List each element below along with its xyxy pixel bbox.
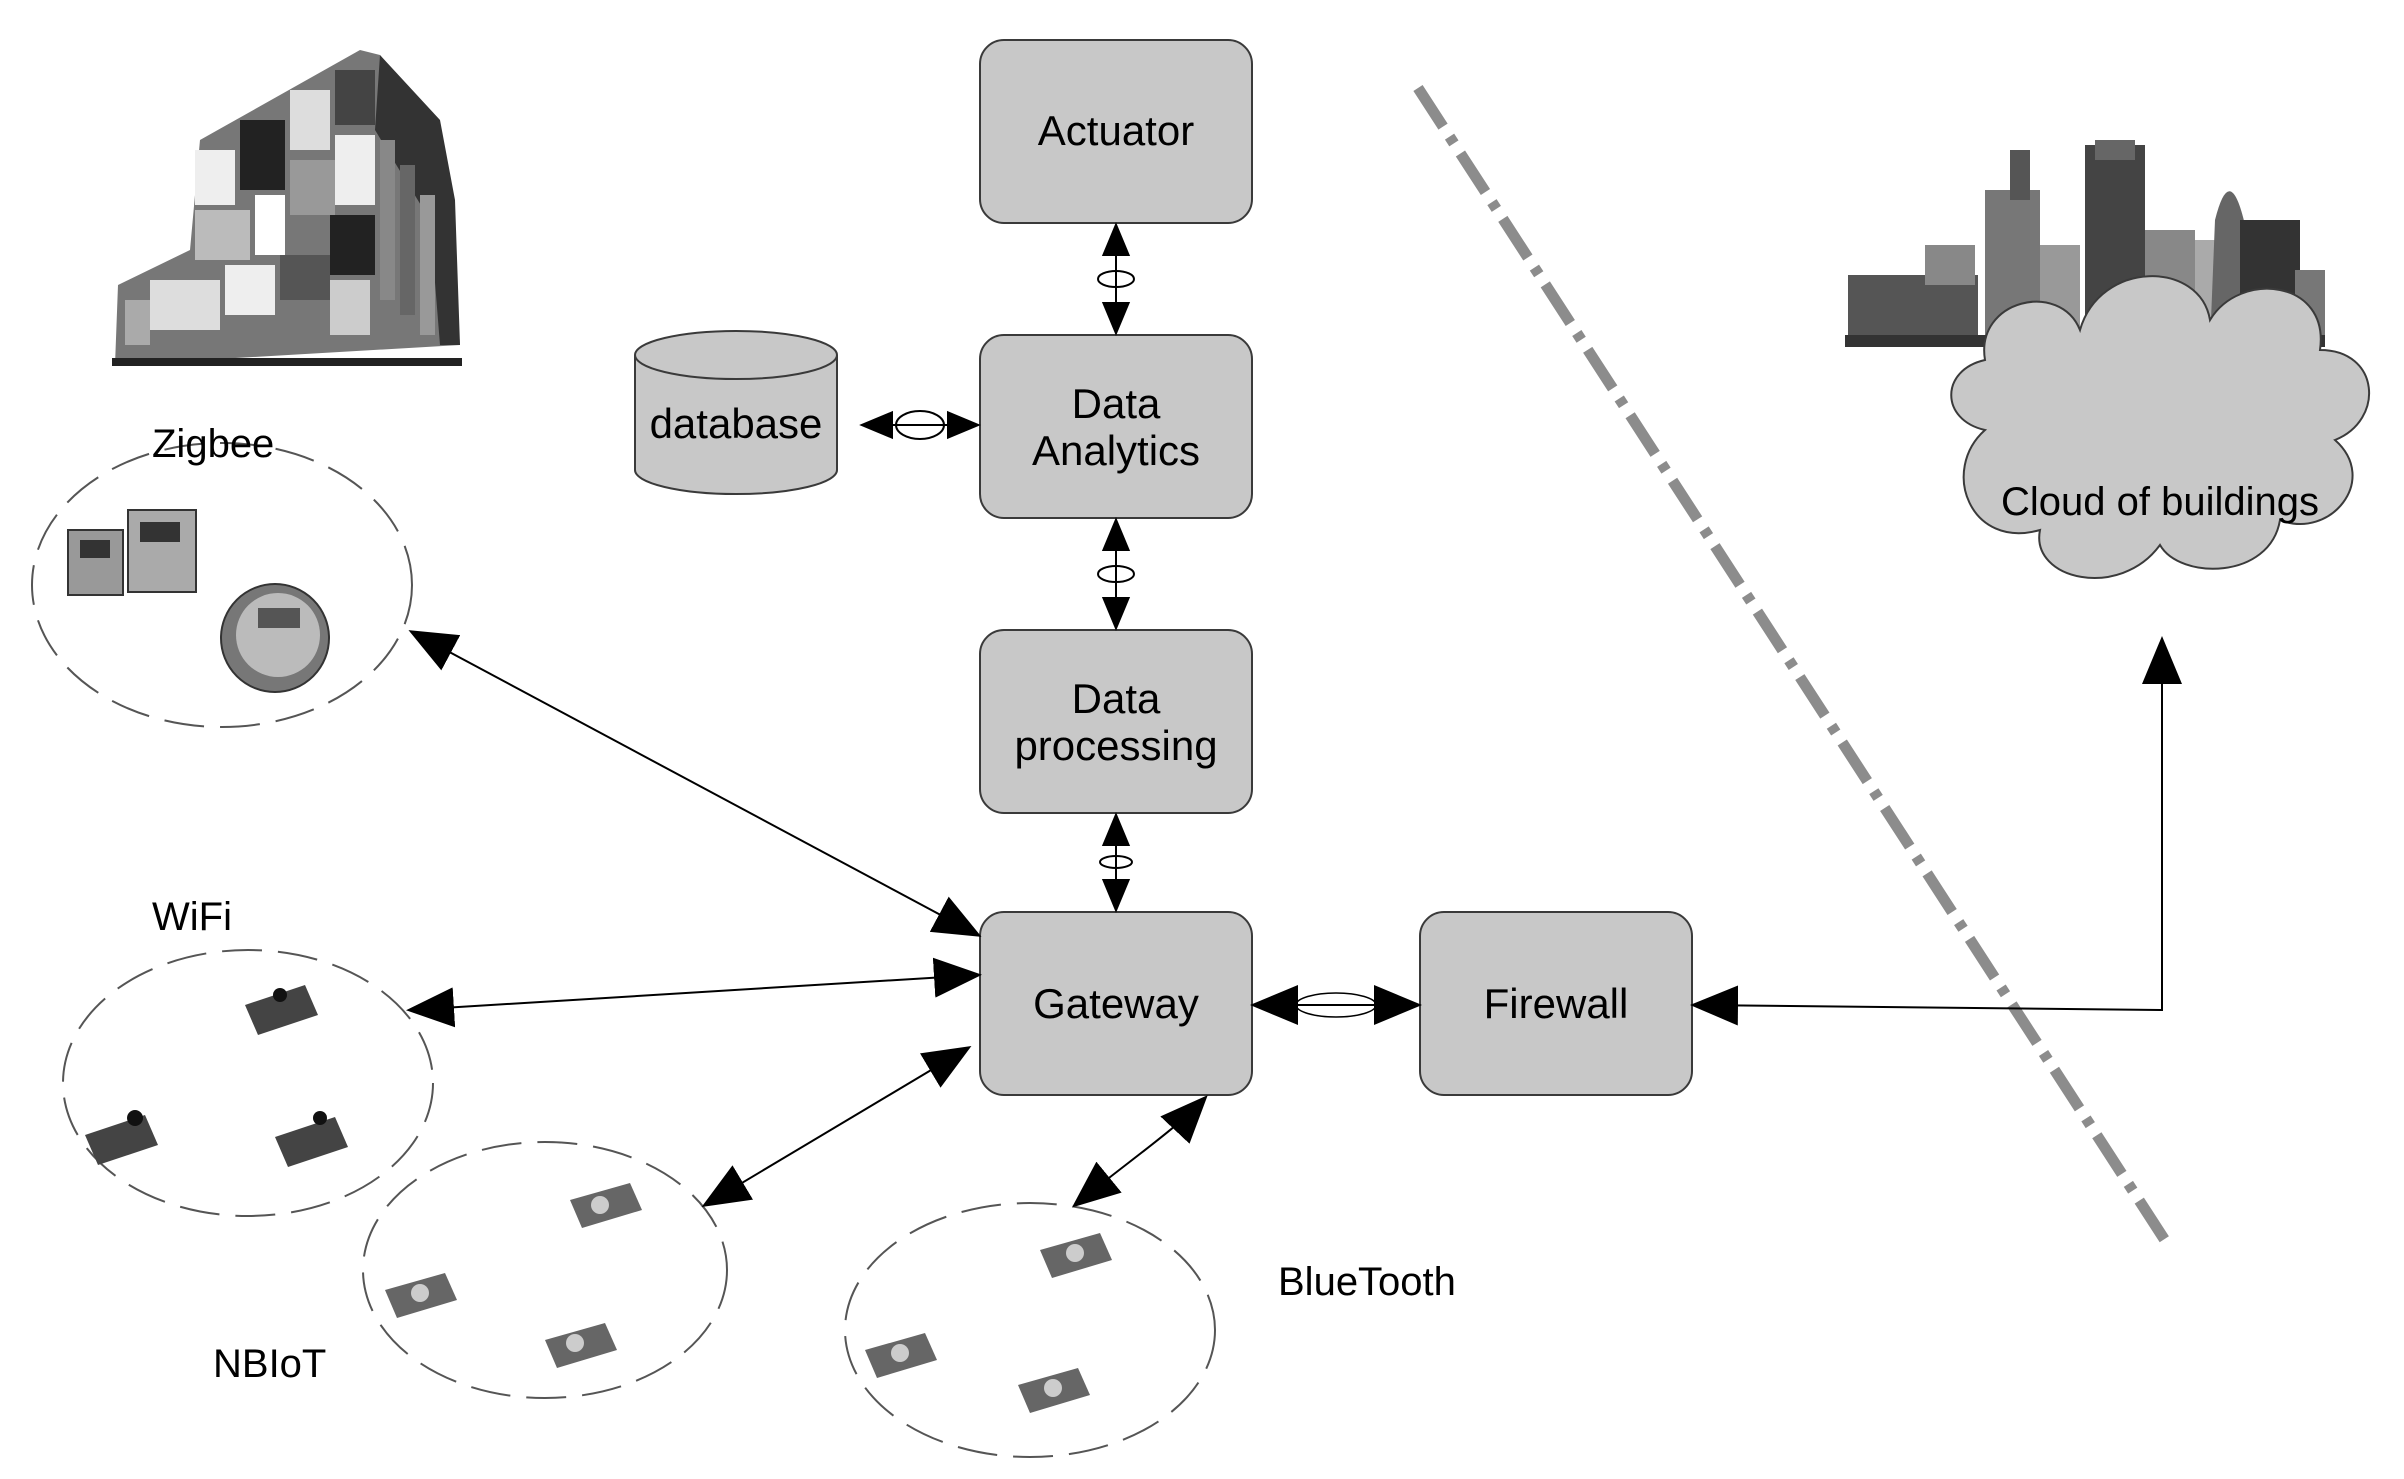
gateway-nbiot-connector xyxy=(701,1045,972,1208)
data-processing-label-line2: processing xyxy=(1014,722,1217,769)
actuator-analytics-connector xyxy=(1097,222,1135,336)
actuator-label: Actuator xyxy=(1038,107,1194,154)
firewall-label: Firewall xyxy=(1484,980,1629,1027)
bluetooth-cluster xyxy=(844,1202,1216,1458)
bluetooth-sensor-board-icon xyxy=(865,1333,937,1378)
zigbee-label: Zigbee xyxy=(152,422,274,466)
nbiot-sensor-board-icon xyxy=(545,1323,617,1368)
wifi-cluster xyxy=(62,949,434,1217)
bluetooth-sensor-board-icon xyxy=(1040,1233,1112,1278)
data-processing-box: Data processing xyxy=(979,629,1253,814)
data-analytics-label-line1: Data xyxy=(1072,380,1161,427)
database-label: database xyxy=(650,400,823,447)
wifi-sensor-board-icon xyxy=(275,1111,348,1167)
gateway-wifi-connector xyxy=(406,957,982,1028)
cloud-of-buildings: Cloud of buildings xyxy=(1950,275,2370,579)
bluetooth-sensor-board-icon xyxy=(1018,1368,1090,1413)
data-analytics-label-line2: Analytics xyxy=(1032,427,1200,474)
office-building-image xyxy=(112,50,462,366)
data-processing-label-line1: Data xyxy=(1072,675,1161,722)
gateway-label: Gateway xyxy=(1033,980,1199,1027)
wifi-label: WiFi xyxy=(152,895,232,939)
nbiot-sensor-board-icon xyxy=(385,1273,457,1318)
actuator-box: Actuator xyxy=(979,39,1253,224)
bluetooth-label: BlueTooth xyxy=(1278,1260,1456,1304)
data-analytics-box: Data Analytics xyxy=(979,334,1253,519)
nbiot-sensor-board-icon xyxy=(570,1183,642,1228)
gateway-zigbee-connector xyxy=(408,630,982,937)
nbiot-label: NBIoT xyxy=(213,1342,326,1386)
wifi-sensor-board-icon xyxy=(245,985,318,1035)
gateway-box: Gateway xyxy=(979,911,1253,1096)
database-cylinder: database xyxy=(634,330,838,495)
zigbee-cluster xyxy=(31,442,413,728)
wifi-sensor-board-icon xyxy=(85,1110,158,1165)
gateway-bluetooth-connector xyxy=(1071,1095,1208,1208)
processing-gateway-connector xyxy=(1099,812,1133,913)
analytics-processing-connector xyxy=(1097,517,1135,631)
cloud-label: Cloud of buildings xyxy=(2001,480,2319,524)
meter-device-icon xyxy=(67,529,124,596)
database-analytics-connector xyxy=(859,410,981,440)
firewall-cloud-connector xyxy=(1690,636,2182,1026)
firewall-box: Firewall xyxy=(1419,911,1693,1096)
gateway-firewall-connector xyxy=(1250,985,1422,1025)
nbiot-cluster xyxy=(362,1141,728,1399)
